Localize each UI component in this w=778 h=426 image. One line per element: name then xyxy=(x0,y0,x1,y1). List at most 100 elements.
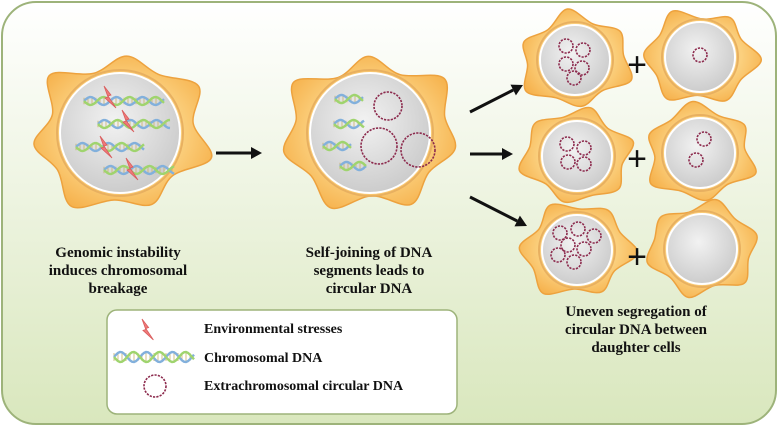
nucleus-rim xyxy=(663,210,741,288)
circular-dna-icon xyxy=(570,221,586,237)
arrow-shaft xyxy=(469,195,518,223)
dna-strand xyxy=(334,93,364,105)
nucleus xyxy=(309,72,431,194)
daughter-cell-c2 xyxy=(646,198,758,299)
legend-label-stress: Environmental stresses xyxy=(204,322,343,337)
caption-line: breakage xyxy=(88,281,148,297)
plus-sign: + xyxy=(627,140,647,178)
dna-helix xyxy=(75,141,145,153)
dna-strand xyxy=(333,118,365,130)
cells-layer xyxy=(33,8,763,299)
arrow-shaft xyxy=(469,88,514,114)
circular-dna-icon xyxy=(552,225,568,241)
caption-line: induces chromosomal xyxy=(48,263,188,279)
nucleus-rim xyxy=(661,114,739,192)
circular-dna-icon xyxy=(576,140,592,156)
circular-dna-icon xyxy=(576,156,592,172)
dna-helix xyxy=(113,350,195,364)
circular-dna-icon xyxy=(373,91,403,121)
dna-helix xyxy=(322,140,352,152)
circular-dna-icon xyxy=(576,241,592,257)
dna-strand xyxy=(322,140,352,152)
stress-bolt-icon xyxy=(121,109,135,133)
dna-strand xyxy=(103,164,175,176)
circular-dna-icon xyxy=(586,228,602,244)
dna-strand xyxy=(97,118,171,130)
circular-dna-icon xyxy=(559,136,575,152)
circular-dna-icon xyxy=(696,131,712,147)
circular-dna-icon xyxy=(566,254,582,270)
arrow-head-icon xyxy=(251,147,262,159)
nucleus-rim xyxy=(56,69,184,197)
stress-bolt-icon xyxy=(125,157,139,181)
arrows-layer xyxy=(216,84,527,227)
caption-line: daughter cells xyxy=(591,340,681,356)
arrow-head-icon xyxy=(510,84,523,96)
dna-strand xyxy=(83,95,165,107)
dna-strand xyxy=(113,350,195,364)
circular-dna-icon xyxy=(574,60,590,76)
legend-label-chromosomal: Chromosomal DNA xyxy=(204,351,323,366)
nucleus-rim xyxy=(538,117,616,195)
caption-breakage: Genomic instability induces chromosomal … xyxy=(18,244,218,298)
cell-breakage xyxy=(33,55,213,209)
nucleus-rim xyxy=(661,18,739,96)
arrow-head-icon xyxy=(514,215,527,227)
nucleus-rim xyxy=(538,211,616,289)
caption-line: circular DNA between xyxy=(565,322,707,338)
caption-line: segments leads to xyxy=(313,263,425,279)
dna-strand xyxy=(322,140,352,152)
circular-dna-icon xyxy=(692,47,708,63)
dna-strand xyxy=(333,118,365,130)
plus-sign: + xyxy=(627,46,647,84)
dna-strand xyxy=(75,141,145,153)
circular-dna-icon xyxy=(558,56,574,72)
daughter-cell-b2 xyxy=(648,100,757,202)
dna-strand xyxy=(97,118,171,130)
dna-strand xyxy=(75,141,145,153)
legend-label-circular: Extrachromosomal circular DNA xyxy=(204,379,404,394)
caption-line: Genomic instability xyxy=(55,245,181,261)
nucleus-rim xyxy=(536,21,614,99)
plus-sign: + xyxy=(627,238,647,276)
stress-bolt-icon xyxy=(141,318,154,341)
dna-strand xyxy=(334,93,364,105)
caption-line: Self-joining of DNA xyxy=(305,245,433,261)
daughter-cell-a1 xyxy=(522,8,633,108)
arrow-head-icon xyxy=(502,148,513,160)
caption-segregation: Uneven segregation of circular DNA betwe… xyxy=(536,303,736,357)
nucleus xyxy=(666,213,738,285)
caption-line: circular DNA xyxy=(325,281,413,297)
caption-joining: Self-joining of DNA segments leads to ci… xyxy=(274,244,464,298)
cell-joining xyxy=(282,55,457,210)
circular-dna-icon xyxy=(400,132,436,168)
dna-strand xyxy=(339,160,367,172)
circular-dna-icon xyxy=(143,374,167,398)
nucleus xyxy=(539,24,611,96)
nucleus xyxy=(664,21,736,93)
stress-bolt-icon xyxy=(99,135,113,159)
nucleus xyxy=(664,117,736,189)
circular-dna-icon xyxy=(566,70,582,86)
dna-helix xyxy=(97,118,171,130)
circular-dna-icon xyxy=(688,152,704,168)
nucleus xyxy=(541,120,613,192)
daughter-cell-c1 xyxy=(518,203,639,295)
daughter-cell-a2 xyxy=(643,9,763,102)
circular-dna-icon xyxy=(560,154,576,170)
dna-helix xyxy=(103,164,175,176)
legend-icons xyxy=(113,318,195,398)
dna-strand xyxy=(103,164,175,176)
dna-helix xyxy=(339,160,367,172)
legend-box xyxy=(106,309,458,415)
daughter-cell-b1 xyxy=(518,106,635,204)
circular-dna-icon xyxy=(558,38,574,54)
caption-line: Uneven segregation of xyxy=(565,304,707,320)
circular-dna-icon xyxy=(575,42,591,58)
circular-dna-icon xyxy=(550,247,566,263)
dna-helix xyxy=(333,118,365,130)
stress-bolt-icon xyxy=(103,85,117,109)
dna-helix xyxy=(334,93,364,105)
